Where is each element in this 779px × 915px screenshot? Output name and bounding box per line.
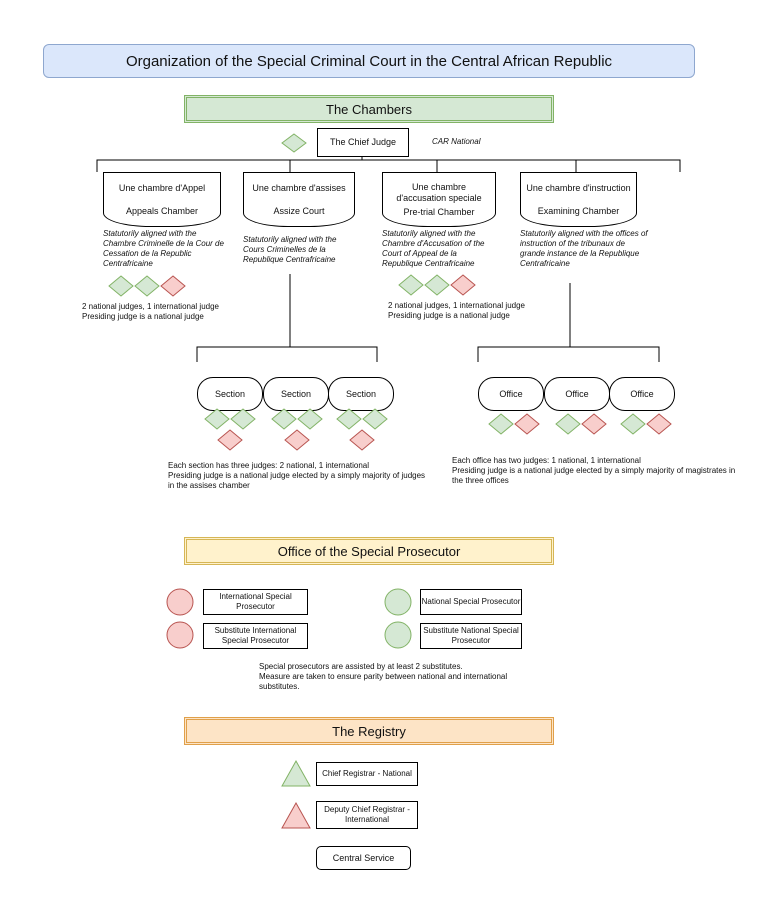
pretrial-chamber-en: Pre-trial Chamber — [403, 206, 475, 217]
intl-prosecutor-box: International Special Prosecutor — [203, 589, 308, 615]
pretrial-chamber-fr: Une chambre d'accusation speciale — [396, 181, 482, 203]
offices-note: Each office has two judges: 1 national, … — [452, 456, 736, 485]
pretrial-chamber-box: Une chambre d'accusation speciale Pre-tr… — [382, 172, 496, 227]
assize-court-en: Assize Court — [273, 205, 325, 216]
office-box-3: Office — [609, 377, 675, 411]
section-box-2: Section — [263, 377, 329, 411]
assize-court-fr: Une chambre d'assises — [252, 182, 346, 193]
intl-substitute-circle — [166, 621, 194, 649]
national-prosecutor-circle — [384, 588, 412, 616]
national-judge-diamond — [281, 133, 307, 153]
assize-note: Statutorily aligned with the Cours Crimi… — [243, 235, 337, 264]
appeals-judges-note: 2 national judges, 1 international judge… — [82, 302, 219, 321]
appeals-judges-diamonds — [108, 275, 186, 297]
appeals-note: Statutorily aligned with the Chambre Cri… — [103, 229, 224, 268]
chief-judge-note: CAR National — [432, 137, 481, 146]
examining-note: Statutorily aligned with the offices of … — [520, 229, 648, 268]
intl-substitute-box: Substitute International Special Prosecu… — [203, 623, 308, 649]
deputy-registrar-box: Deputy Chief Registrar - International — [316, 801, 418, 829]
central-service-box: Central Service — [316, 846, 411, 870]
national-substitute-circle — [384, 621, 412, 649]
office-judges-diamonds — [488, 413, 672, 435]
national-substitute-box: Substitute National Special Prosecutor — [420, 623, 522, 649]
examining-chamber-en: Examining Chamber — [537, 205, 620, 216]
prosecutor-header: Office of the Special Prosecutor — [184, 537, 554, 565]
pretrial-judges-diamonds — [398, 274, 476, 296]
appeals-chamber-box: Une chambre d'Appel Appeals Chamber — [103, 172, 221, 227]
examining-chamber-fr: Une chambre d'instruction — [526, 182, 631, 193]
registry-header: The Registry — [184, 717, 554, 745]
prosecutor-note: Special prosecutors are assisted by at l… — [259, 662, 508, 691]
section-box-1: Section — [197, 377, 263, 411]
section-judges-diamonds — [204, 408, 388, 451]
office-box-1: Office — [478, 377, 544, 411]
page-title: Organization of the Special Criminal Cou… — [43, 44, 695, 78]
pretrial-judges-note: 2 national judges, 1 international judge… — [388, 301, 525, 320]
chief-judge-box: The Chief Judge — [317, 128, 409, 157]
intl-prosecutor-circle — [166, 588, 194, 616]
sections-note: Each section has three judges: 2 nationa… — [168, 461, 426, 490]
pretrial-note: Statutorily aligned with the Chambre d'A… — [382, 229, 485, 268]
chambers-header: The Chambers — [184, 95, 554, 123]
assize-court-box: Une chambre d'assises Assize Court — [243, 172, 355, 227]
chief-registrar-box: Chief Registrar - National — [316, 762, 418, 786]
appeals-chamber-en: Appeals Chamber — [125, 205, 199, 216]
deputy-registrar-triangle — [281, 802, 311, 829]
national-prosecutor-box: National Special Prosecutor — [420, 589, 522, 615]
appeals-chamber-fr: Une chambre d'Appel — [118, 182, 206, 193]
section-box-3: Section — [328, 377, 394, 411]
office-box-2: Office — [544, 377, 610, 411]
chief-registrar-triangle — [281, 760, 311, 787]
examining-chamber-box: Une chambre d'instruction Examining Cham… — [520, 172, 637, 227]
